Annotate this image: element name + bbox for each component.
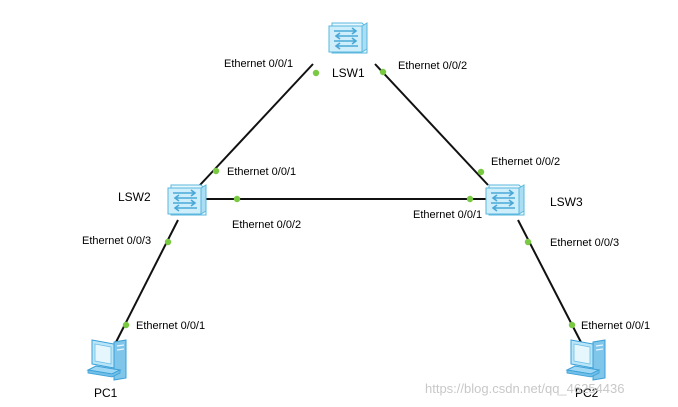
pc-icon [566, 339, 606, 381]
lsw3-switch[interactable] [485, 184, 525, 216]
port-dot-lsw2-e001 [212, 167, 220, 175]
switch-icon [485, 184, 525, 216]
port-dot-lsw3-e002 [477, 168, 485, 176]
pc2-label: PC2 [575, 386, 599, 400]
port-label-lsw3-e001: Ethernet 0/0/1 [413, 209, 482, 221]
watermark-text: https://blog.csdn.net/qq_46254436 [425, 381, 625, 396]
port-dot-pc2-e001 [568, 321, 576, 329]
lsw3-label: LSW3 [550, 195, 583, 209]
pc2-host[interactable] [566, 339, 606, 381]
port-label-pc2-e001: Ethernet 0/0/1 [581, 320, 650, 332]
port-label-lsw3-e003: Ethernet 0/0/3 [550, 237, 619, 249]
link-lsw1-lsw2 [199, 63, 314, 186]
port-label-lsw3-e002: Ethernet 0/0/2 [491, 156, 560, 168]
port-label-lsw2-e003: Ethernet 0/0/3 [82, 235, 151, 247]
switch-icon [167, 184, 207, 216]
port-dot-lsw2-e002 [233, 195, 241, 203]
port-dot-lsw3-e003 [524, 238, 532, 246]
lsw1-switch[interactable] [328, 22, 368, 54]
lsw1-label: LSW1 [332, 66, 365, 80]
port-dot-lsw1-e002 [379, 68, 387, 76]
port-dot-pc1-e001 [122, 321, 130, 329]
port-label-lsw2-e002: Ethernet 0/0/2 [232, 219, 301, 231]
port-dot-lsw2-e003 [164, 238, 172, 246]
port-dot-lsw1-e001 [312, 69, 320, 77]
pc1-host[interactable] [87, 339, 127, 381]
port-dot-lsw3-e001 [466, 195, 474, 203]
pc-icon [87, 339, 127, 381]
lsw2-switch[interactable] [167, 184, 207, 216]
link-lsw1-lsw3 [374, 63, 489, 186]
port-label-lsw1-e001: Ethernet 0/0/1 [224, 58, 293, 70]
port-label-lsw2-e001: Ethernet 0/0/1 [227, 166, 296, 178]
lsw2-label: LSW2 [118, 190, 151, 204]
port-label-pc1-e001: Ethernet 0/0/1 [136, 320, 205, 332]
switch-icon [328, 22, 368, 54]
pc1-label: PC1 [94, 386, 118, 400]
port-label-lsw1-e002: Ethernet 0/0/2 [398, 60, 467, 72]
